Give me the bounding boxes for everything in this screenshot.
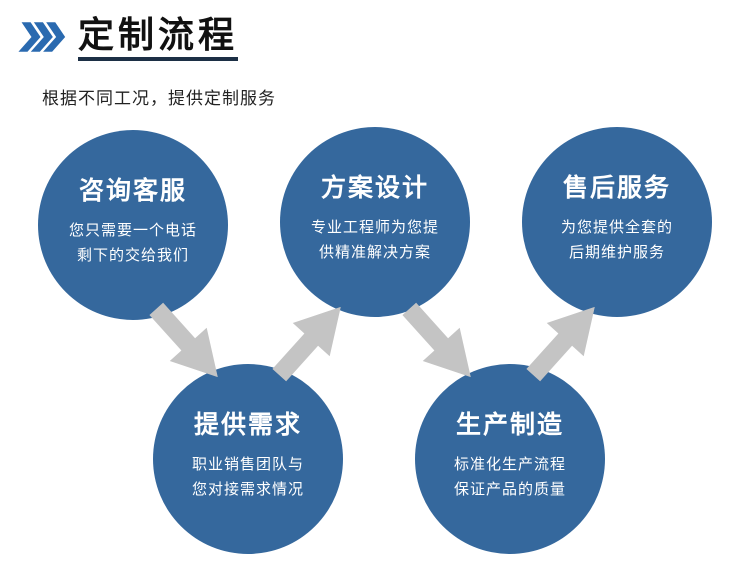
step-circle-design: 方案设计 专业工程师为您提 供精准解决方案 (280, 127, 470, 317)
step-desc-line: 标准化生产流程 (453, 456, 566, 474)
triple-chevron-right-icon (18, 22, 66, 52)
step-description: 专业工程师为您提 供精准解决方案 (311, 216, 439, 266)
arrow-production-to-aftersales-icon (526, 306, 595, 382)
step-description: 为您提供全套的 后期维护服务 (561, 216, 673, 266)
step-description: 职业销售团队与 您对接需求情况 (192, 453, 304, 503)
step-desc-line: 您只需要一个电话 (68, 222, 197, 240)
step-circle-aftersales: 售后服务 为您提供全套的 后期维护服务 (522, 127, 712, 317)
step-title: 生产制造 (455, 411, 564, 440)
step-desc-line: 为您提供全套的 (560, 219, 673, 237)
step-desc-line: 后期维护服务 (568, 244, 665, 261)
step-circle-requirements: 提供需求 职业销售团队与 您对接需求情况 (153, 364, 343, 554)
title-underline (78, 57, 239, 62)
title-wrap: 定制流程 (78, 14, 239, 62)
step-desc-line: 您对接需求情况 (191, 481, 304, 498)
step-title: 咨询客服 (78, 177, 187, 206)
arrow-consult-to-requirements-icon (149, 302, 218, 378)
step-title: 售后服务 (562, 174, 671, 203)
step-desc-line: 剩下的交给我们 (76, 247, 189, 264)
step-title: 提供需求 (193, 411, 302, 440)
step-circle-consult: 咨询客服 您只需要一个电话 剩下的交给我们 (38, 130, 228, 320)
section-title: 定制流程 (78, 14, 239, 55)
step-circle-production: 生产制造 标准化生产流程 保证产品的质量 (415, 364, 605, 554)
step-description: 标准化生产流程 保证产品的质量 (454, 453, 566, 503)
step-desc-line: 专业工程师为您提 (310, 219, 439, 237)
step-desc-line: 保证产品的质量 (453, 481, 566, 498)
section-subtitle: 根据不同工况，提供定制服务 (42, 89, 276, 108)
arrow-design-to-production-icon (402, 302, 471, 378)
arrow-requirements-to-design-icon (272, 306, 341, 382)
step-description: 您只需要一个电话 剩下的交给我们 (69, 219, 197, 269)
step-title: 方案设计 (320, 174, 429, 203)
step-desc-line: 职业销售团队与 (191, 456, 304, 474)
section-header: 定制流程 (18, 14, 239, 62)
step-desc-line: 供精准解决方案 (318, 244, 431, 261)
